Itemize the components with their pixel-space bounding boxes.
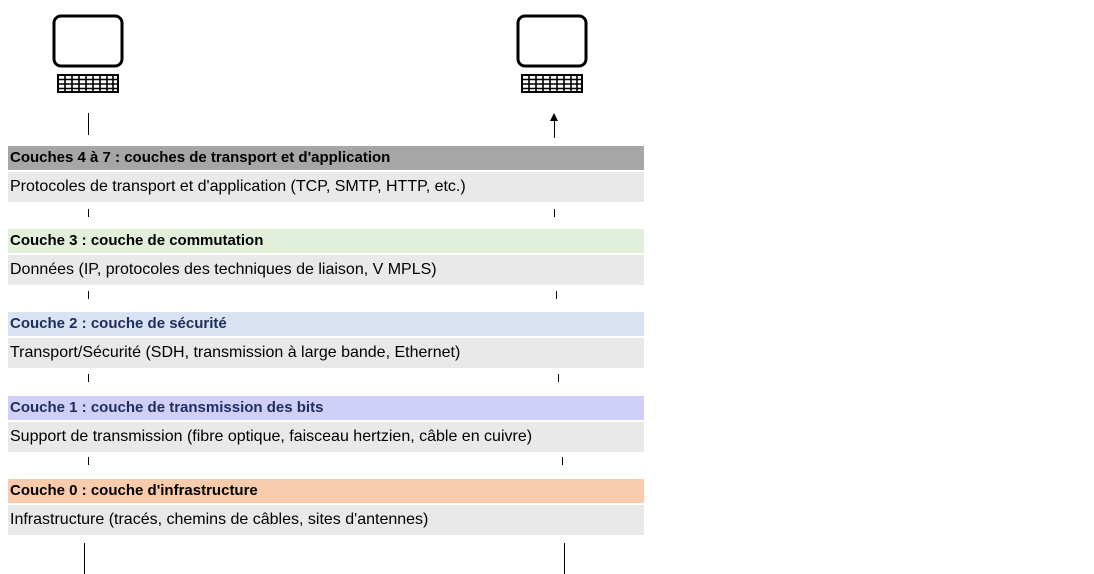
connector-tick bbox=[562, 457, 563, 465]
connector-tick bbox=[556, 291, 557, 299]
connector-tick bbox=[88, 457, 89, 465]
connector-tick bbox=[88, 374, 89, 382]
layer-4-7-description: Protocoles de transport et d'application… bbox=[8, 172, 644, 202]
left-connector-top bbox=[88, 113, 89, 135]
left-connector-bottom bbox=[84, 543, 85, 574]
layer-0-description: Infrastructure (tracés, chemins de câble… bbox=[8, 505, 644, 535]
right-computer-icon bbox=[516, 14, 588, 93]
layer-2-title: Couche 2 : couche de sécurité bbox=[8, 312, 644, 336]
layer-3-title: Couche 3 : couche de commutation bbox=[8, 229, 644, 253]
connector-tick bbox=[88, 291, 89, 299]
connector-tick bbox=[88, 209, 89, 217]
right-connector-top bbox=[554, 118, 555, 138]
connector-tick bbox=[558, 374, 559, 382]
layer-2-description: Transport/Sécurité (SDH, transmission à … bbox=[8, 338, 644, 368]
layer-1-description: Support de transmission (fibre optique, … bbox=[8, 422, 644, 452]
left-computer-icon bbox=[52, 14, 124, 93]
layer-4-7-title: Couches 4 à 7 : couches de transport et … bbox=[8, 146, 644, 170]
right-arrow-head bbox=[550, 113, 558, 121]
connector-tick bbox=[554, 209, 555, 217]
layer-0-title: Couche 0 : couche d'infrastructure bbox=[8, 479, 644, 503]
right-connector-bottom bbox=[564, 543, 565, 574]
layer-1-title: Couche 1 : couche de transmission des bi… bbox=[8, 396, 644, 420]
layer-3-description: Données (IP, protocoles des techniques d… bbox=[8, 255, 644, 285]
